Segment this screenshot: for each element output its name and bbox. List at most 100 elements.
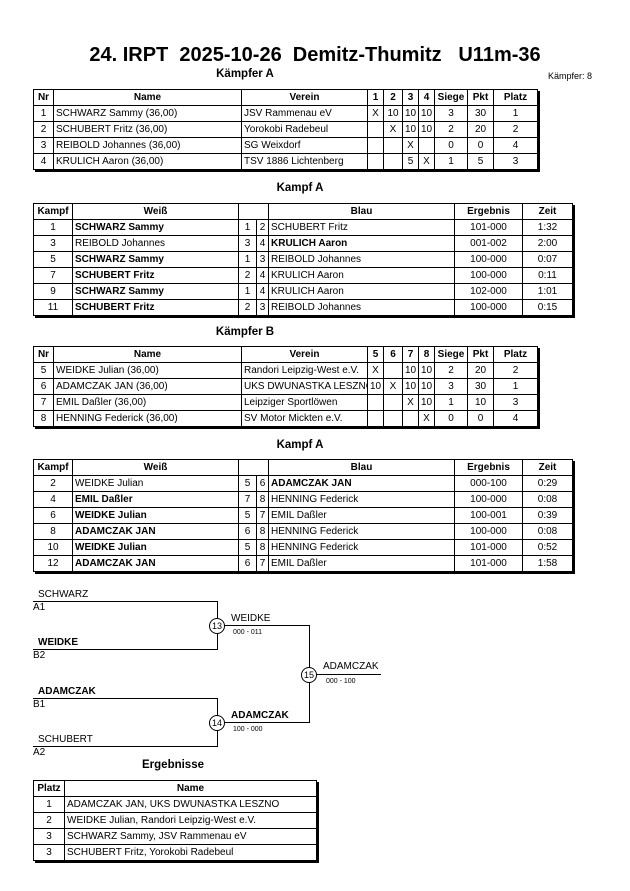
table-cell: 1: [434, 394, 468, 411]
final-winner-line: [309, 674, 381, 675]
table-cell: 1: [33, 796, 65, 813]
col-siege: Siege: [434, 346, 468, 363]
fight-time: 0:08: [522, 523, 573, 540]
blue-fighter: EMIL Daßler: [268, 507, 455, 524]
fight-result: 102-000: [454, 283, 523, 300]
table-cell: SV Motor Mickten e.V.: [241, 410, 368, 427]
table-cell: [383, 137, 403, 154]
fight-number: 1: [33, 219, 73, 236]
blue-fighter: ADAMCZAK JAN: [268, 475, 455, 492]
col-weiss: Weiß: [72, 459, 239, 476]
table-cell: 4: [493, 410, 538, 427]
table-cell: 3: [493, 394, 538, 411]
sf2-bottom-name: SCHUBERT: [38, 734, 93, 745]
table-cell: 1: [493, 378, 538, 395]
white-nr: 5: [238, 475, 257, 492]
white-fighter: SCHWARZ Sammy: [72, 219, 239, 236]
white-nr: 3: [238, 235, 257, 252]
fight-time: 1:01: [522, 283, 573, 300]
table-cell: SCHUBERT Fritz, Yorokobi Radebeul: [64, 844, 317, 861]
blue-fighter: REIBOLD Johannes: [268, 251, 455, 268]
blue-nr: 7: [256, 507, 269, 524]
fights-b-heading: Kampf A: [276, 439, 324, 451]
table-cell: 10: [418, 378, 435, 395]
fight-time: 0:07: [522, 251, 573, 268]
fight-result: 100-000: [454, 267, 523, 284]
sf1-winner: WEIDKE: [231, 613, 271, 624]
sf2-top-seed: B1: [33, 699, 46, 710]
col-nr: Nr: [33, 346, 54, 363]
table-cell: X: [402, 137, 419, 154]
col-name: Name: [53, 346, 242, 363]
table-cell: X: [402, 394, 419, 411]
table-cell: 30: [467, 105, 494, 122]
table-cell: 2: [33, 121, 54, 138]
table-cell: 10: [402, 378, 419, 395]
fight-result: 101-000: [454, 555, 523, 572]
sf2-bottom-line: [33, 746, 218, 747]
table-cell: 5: [467, 153, 494, 170]
table-cell: 4: [33, 153, 54, 170]
table-cell: 3: [434, 378, 468, 395]
col-nums: [238, 459, 269, 476]
table-cell: 10: [402, 121, 419, 138]
blue-fighter: HENNING Federick: [268, 491, 455, 508]
white-fighter: WEIDKE Julian: [72, 475, 239, 492]
blue-fighter: KRULICH Aaron: [268, 235, 455, 252]
white-fighter: ADAMCZAK JAN: [72, 523, 239, 540]
sf1-score: 000 - 011: [233, 629, 263, 636]
blue-nr: 4: [256, 267, 269, 284]
table-cell: X: [367, 105, 384, 122]
fights-a-header-row: Kampf Weiß Blau Ergebnis Zeit: [33, 203, 573, 220]
fight-result: 101-000: [454, 219, 523, 236]
table-cell: 10: [402, 362, 419, 379]
table-cell: EMIL Daßler (36,00): [53, 394, 242, 411]
table-cell: [367, 137, 384, 154]
table-cell: 1: [493, 105, 538, 122]
col-verein: Verein: [241, 346, 368, 363]
col-ergebnis: Ergebnis: [454, 203, 523, 220]
table-cell: 1: [33, 105, 54, 122]
fight-result: 100-000: [454, 523, 523, 540]
white-fighter: REIBOLD Johannes: [72, 235, 239, 252]
table-cell: 7: [33, 394, 54, 411]
white-nr: 2: [238, 267, 257, 284]
blue-fighter: KRULICH Aaron: [268, 267, 455, 284]
col-pkt: Pkt: [467, 346, 494, 363]
col-nr: Nr: [33, 89, 54, 106]
table-cell: ADAMCZAK JAN (36,00): [53, 378, 242, 395]
fight-time: 1:32: [522, 219, 573, 236]
white-fighter: SCHUBERT Fritz: [72, 267, 239, 284]
fight-result: 100-001: [454, 507, 523, 524]
white-nr: 1: [238, 283, 257, 300]
table-cell: 5: [33, 362, 54, 379]
table-cell: 10: [418, 394, 435, 411]
fight-time: 0:08: [522, 491, 573, 508]
col-opp-7: 7: [402, 346, 419, 363]
sf2-bottom-seed: A2: [33, 747, 46, 758]
fight-number: 8: [33, 523, 73, 540]
col-kampf: Kampf: [33, 459, 73, 476]
table-cell: WEIDKE Julian, Randori Leipzig-West e.V.: [64, 812, 317, 829]
table-cell: X: [418, 153, 435, 170]
fight-number: 4: [33, 491, 73, 508]
table-cell: KRULICH Aaron (36,00): [53, 153, 242, 170]
col-pkt: Pkt: [467, 89, 494, 106]
white-nr: 1: [238, 219, 257, 236]
col-opp-4: 4: [418, 89, 435, 106]
white-nr: 5: [238, 507, 257, 524]
table-cell: [383, 410, 403, 427]
white-nr: 7: [238, 491, 257, 508]
col-nums: [238, 203, 269, 220]
table-cell: X: [418, 410, 435, 427]
